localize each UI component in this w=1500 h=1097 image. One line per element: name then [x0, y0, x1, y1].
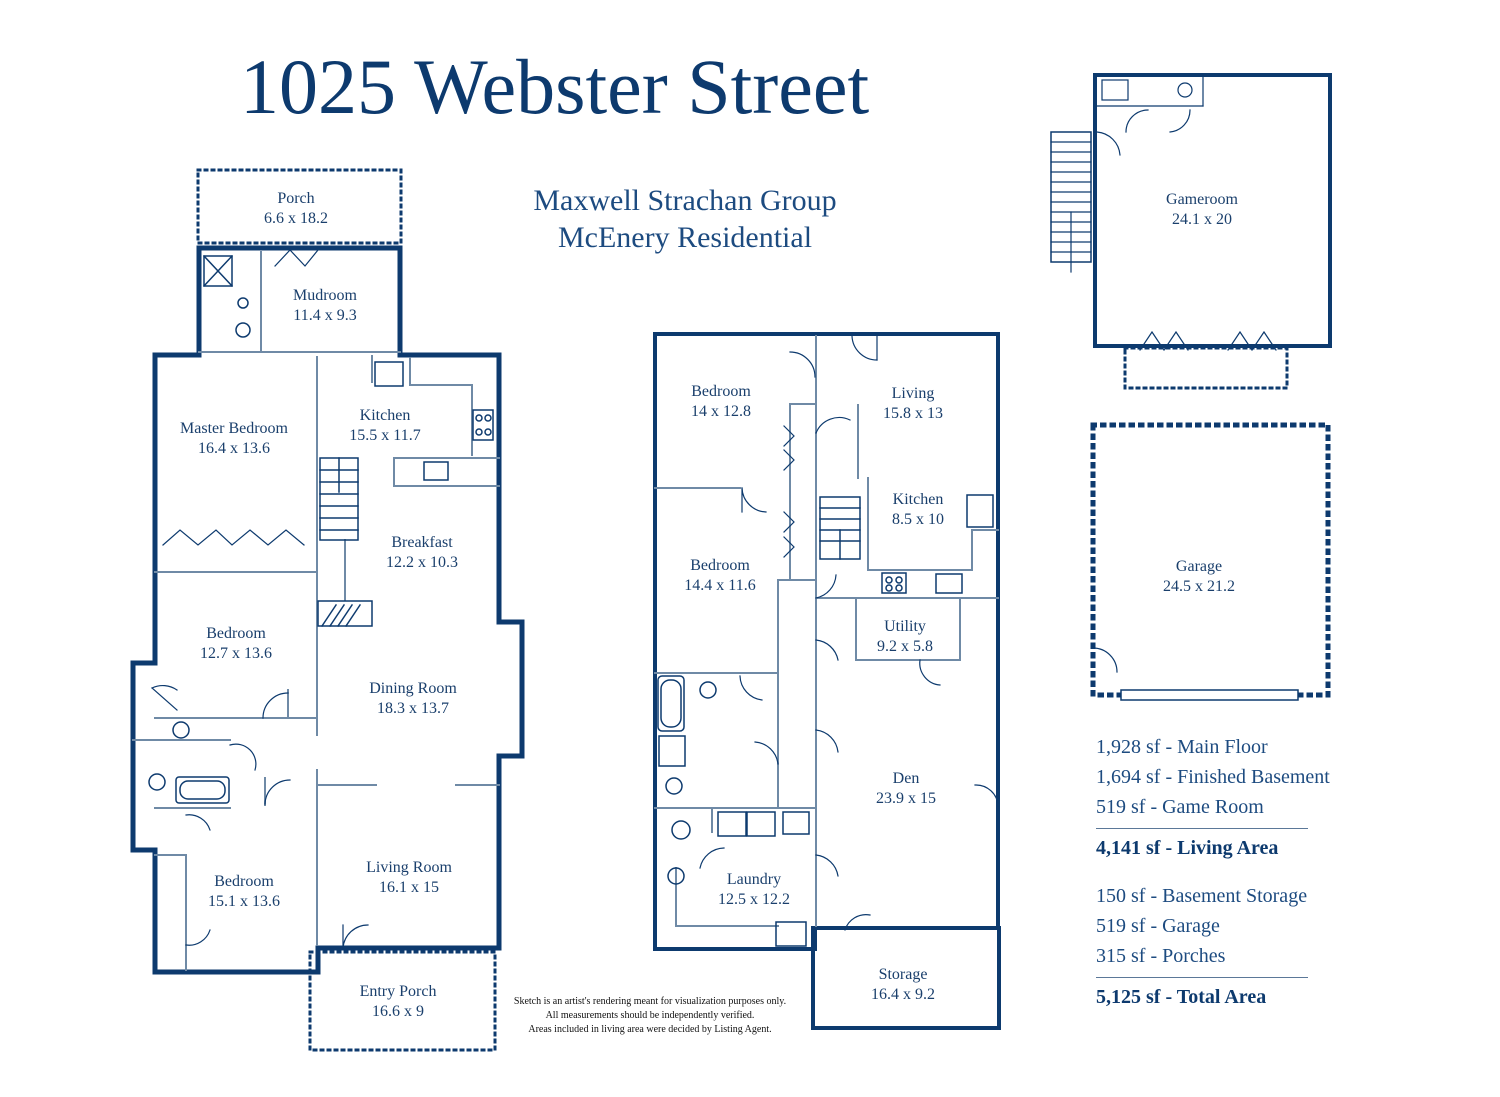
porch-outline — [196, 168, 403, 245]
area-porches: 315 sf - Porches — [1096, 945, 1226, 967]
area-garage: 519 sf - Garage — [1096, 915, 1220, 937]
entry-porch-outline — [308, 950, 497, 1052]
main-floor-fixtures — [148, 254, 494, 804]
basement-doors — [699, 335, 999, 931]
area-living-total: 4,141 sf - Living Area — [1096, 837, 1279, 859]
area-basement-storage: 150 sf - Basement Storage — [1096, 885, 1308, 907]
gameroom-porch-outline — [1123, 346, 1289, 390]
company-line-2: McEnery Residential — [557, 221, 813, 254]
basement-interior-walls — [654, 335, 999, 927]
area-summary: 1,928 sf - Main Floor 1,694 sf - Finishe… — [1096, 732, 1366, 1012]
main-floor-interior-walls — [132, 251, 500, 971]
garage-door — [1120, 689, 1299, 701]
gameroom-wall — [1093, 73, 1332, 348]
main-floor-exterior-wall — [130, 245, 525, 975]
area-game-room: 519 sf - Game Room — [1096, 796, 1264, 818]
storage-wall — [811, 926, 1001, 1030]
page-title: 1025 Webster Street — [240, 43, 870, 130]
garage-outline — [1090, 422, 1331, 698]
area-main-floor: 1,928 sf - Main Floor — [1096, 736, 1268, 758]
basement-fixtures — [657, 494, 994, 947]
basement-exterior-wall — [653, 332, 1000, 951]
company-line-1: Maxwell Strachan Group — [533, 184, 837, 217]
area-divider — [1096, 828, 1308, 829]
area-grand-total: 5,125 sf - Total Area — [1096, 986, 1267, 1008]
area-finished-basement: 1,694 sf - Finished Basement — [1096, 766, 1330, 788]
area-divider — [1096, 977, 1308, 978]
main-floor-doors — [151, 249, 369, 949]
company-block: Maxwell Strachan Group McEnery Residenti… — [520, 182, 850, 256]
disclaimer: Sketch is an artist's rendering meant fo… — [513, 996, 787, 1035]
